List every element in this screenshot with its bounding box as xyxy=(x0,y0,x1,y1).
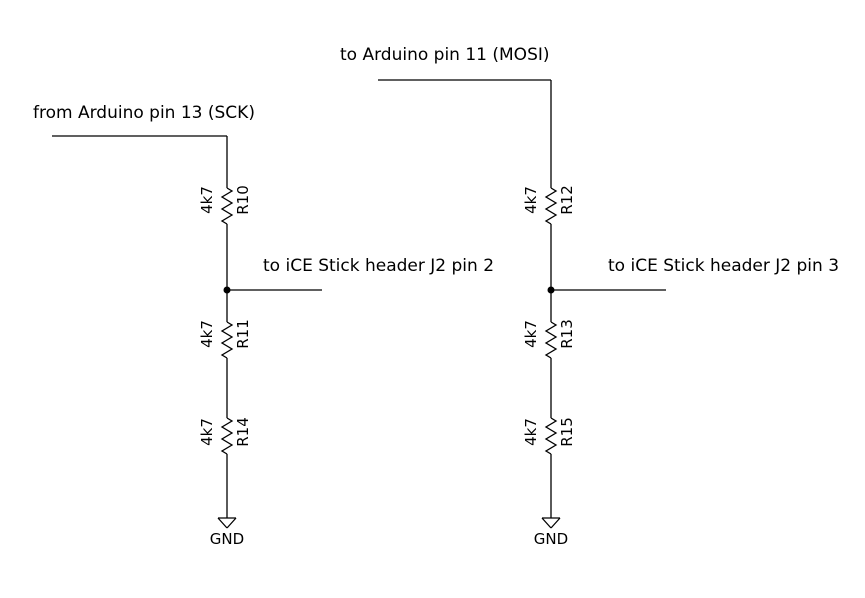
r11-value: 4k7 xyxy=(198,320,216,348)
r12-ref: R12 xyxy=(558,185,576,215)
resistor-r12 xyxy=(544,187,558,225)
label-j2-pin3: to iCE Stick header J2 pin 3 xyxy=(608,256,839,276)
resistor-r15 xyxy=(544,417,558,455)
gnd-label-right: GND xyxy=(534,530,568,548)
ground-symbol-left xyxy=(217,517,237,529)
gnd-label-left: GND xyxy=(210,530,244,548)
r13-ref: R13 xyxy=(558,319,576,349)
r13-value: 4k7 xyxy=(522,320,540,348)
right-divider xyxy=(378,79,666,529)
r15-ref: R15 xyxy=(558,417,576,447)
left-divider xyxy=(52,135,322,529)
r10-value: 4k7 xyxy=(198,186,216,214)
r15-value: 4k7 xyxy=(522,418,540,446)
resistor-r13 xyxy=(544,321,558,359)
ground-symbol-right xyxy=(541,517,561,529)
r14-ref: R14 xyxy=(234,417,252,447)
r12-value: 4k7 xyxy=(522,186,540,214)
resistor-r11 xyxy=(220,321,234,359)
r10-ref: R10 xyxy=(234,185,252,215)
label-mosi: to Arduino pin 11 (MOSI) xyxy=(340,45,550,65)
r11-ref: R11 xyxy=(234,319,252,349)
label-j2-pin2: to iCE Stick header J2 pin 2 xyxy=(263,256,494,276)
resistor-r14 xyxy=(220,417,234,455)
resistor-r10 xyxy=(220,187,234,225)
label-sck: from Arduino pin 13 (SCK) xyxy=(33,103,255,123)
r14-value: 4k7 xyxy=(198,418,216,446)
